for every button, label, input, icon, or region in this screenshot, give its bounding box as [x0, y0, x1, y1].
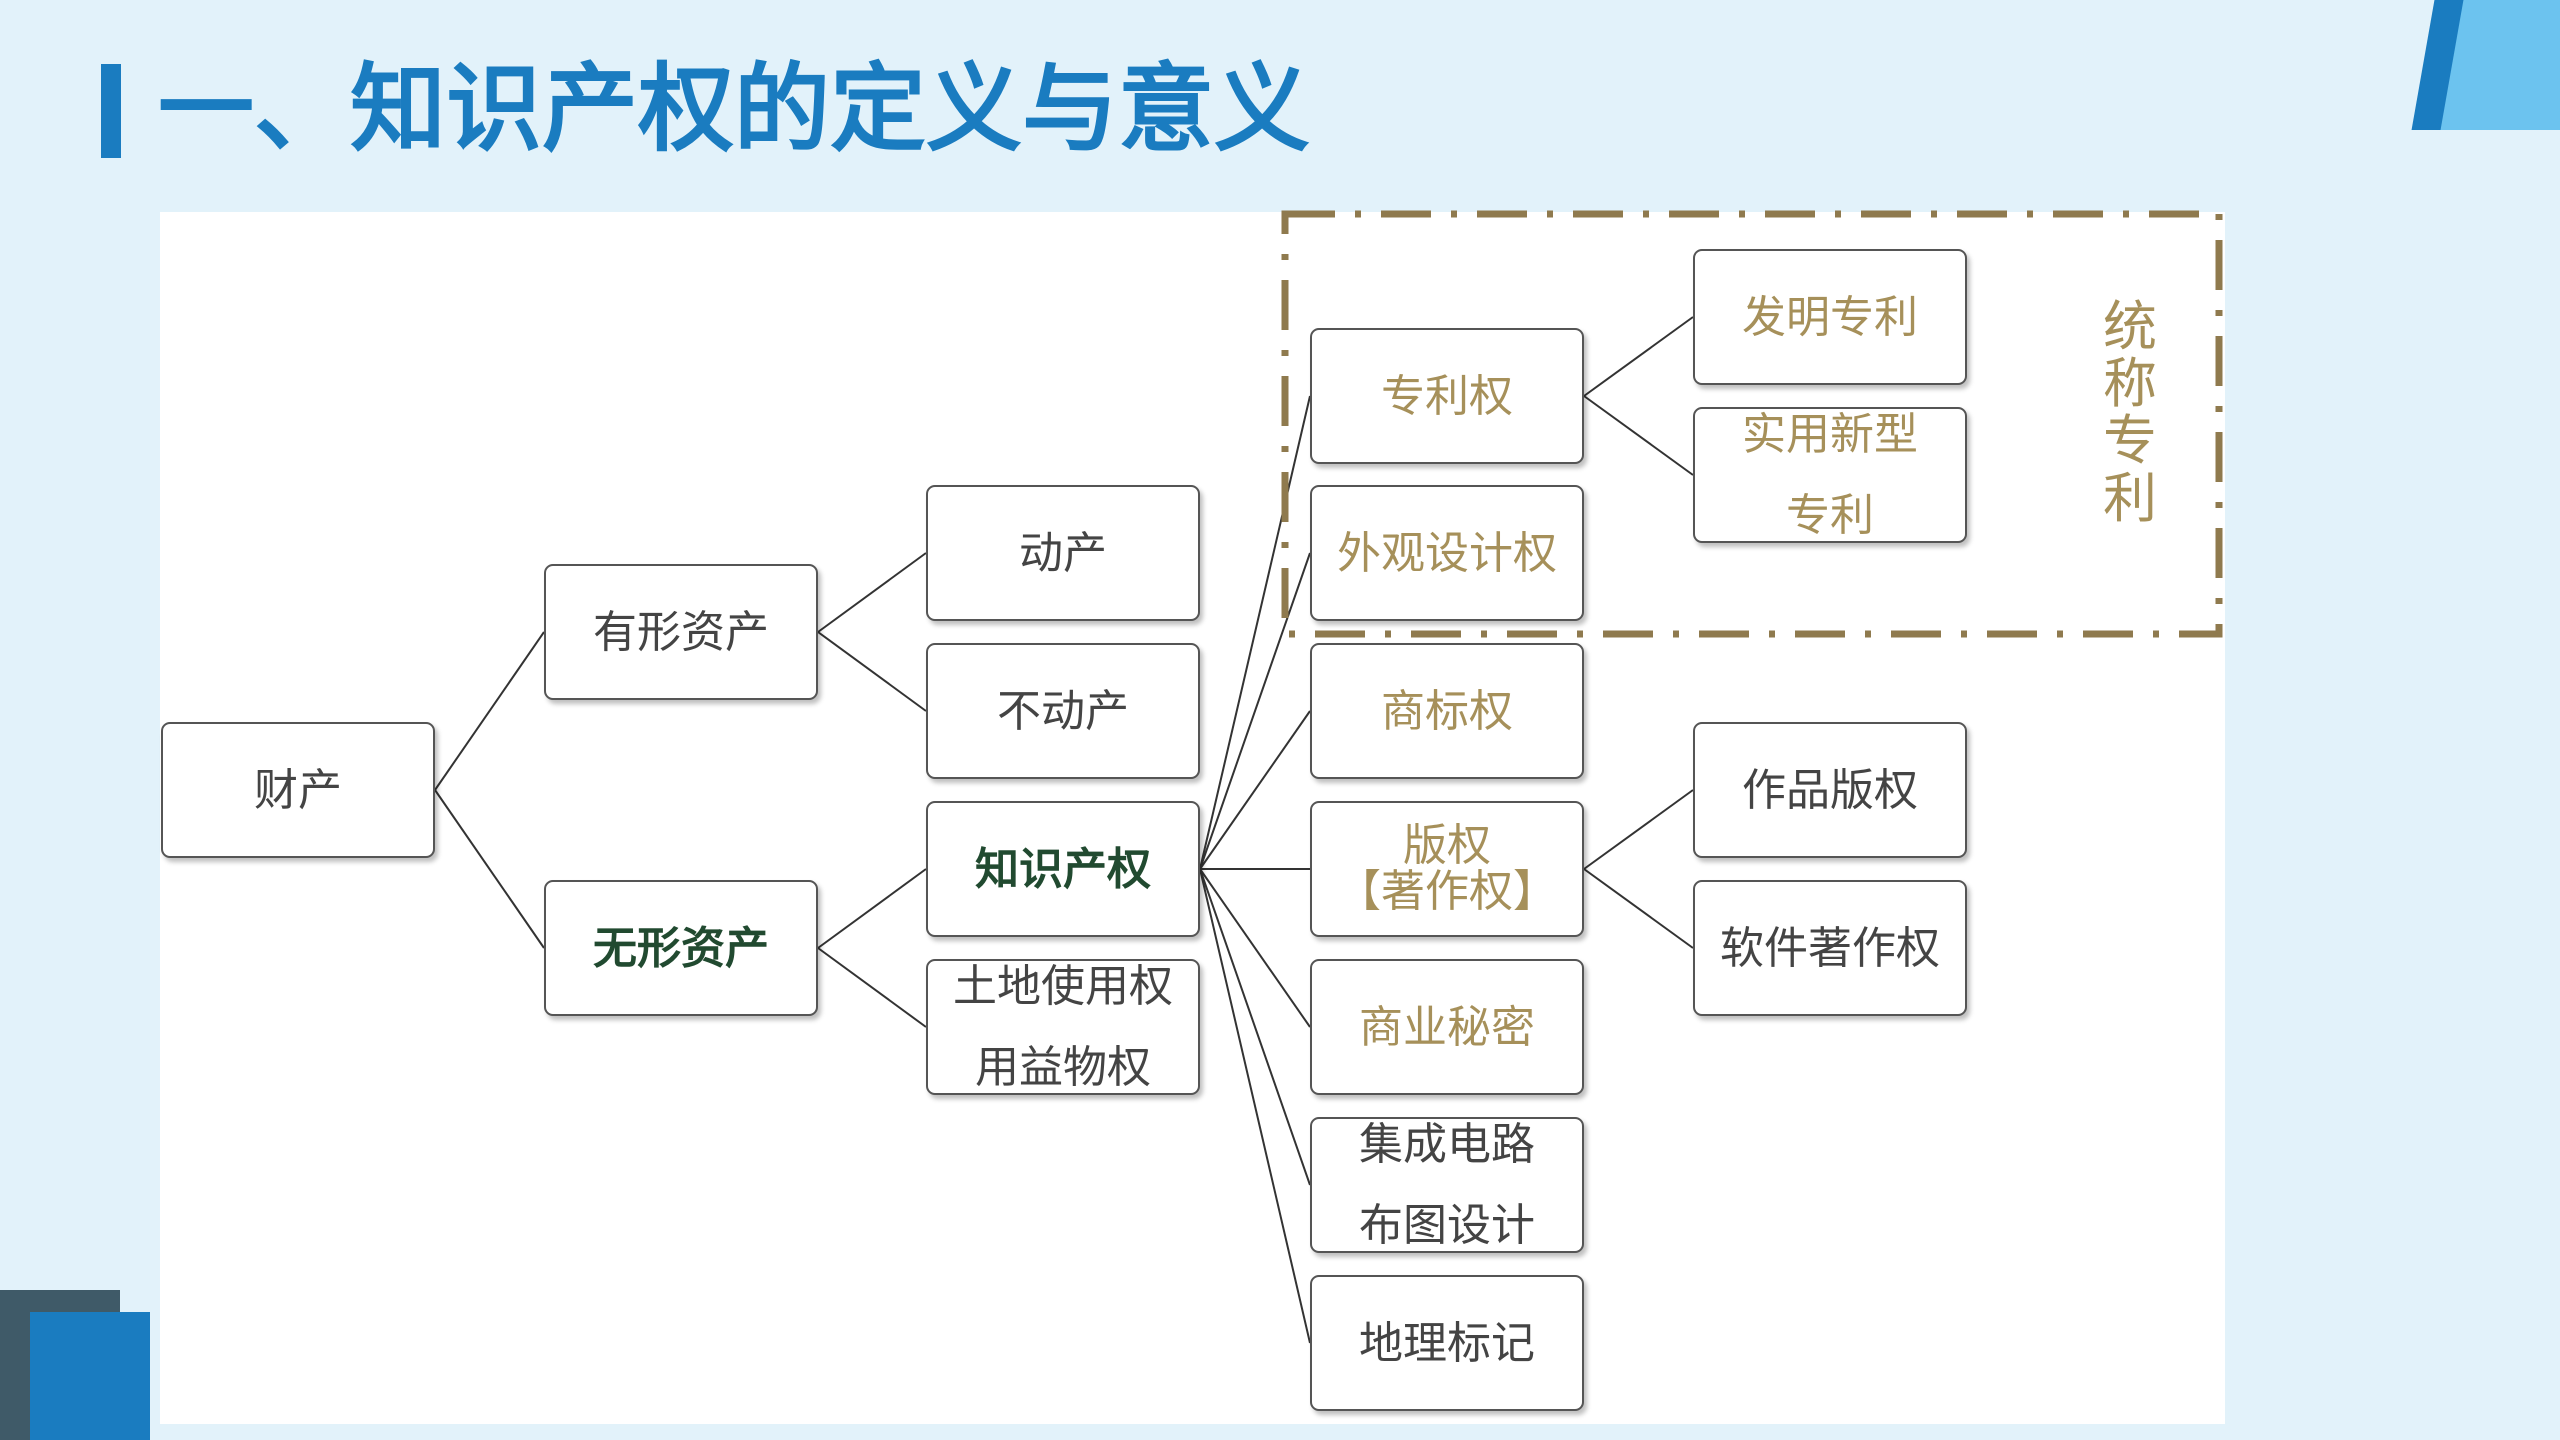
node-tangible-assets: 有形资产: [544, 564, 818, 700]
connector-tangible-movable: [817, 552, 927, 633]
connector-ip-secret: [1199, 868, 1311, 1028]
connector-ip-ic-layout: [1199, 868, 1311, 1186]
node-movable-property: 动产: [926, 485, 1200, 621]
connector-patent-utility: [1583, 395, 1694, 476]
node-copyright: 版权 【著作权】: [1310, 801, 1584, 937]
ic-layout-line-1: 集成电路: [1359, 1118, 1535, 1170]
title-accent-bar: [101, 64, 121, 158]
slide-title: 一、知识产权的定义与意义: [158, 53, 1310, 165]
ic-layout-line-2: 布图设计: [1359, 1200, 1535, 1251]
land-rights-line-2: 用益物权: [975, 1042, 1151, 1093]
utility-model-line-2: 专利: [1786, 490, 1874, 541]
connector-ip-geo: [1199, 868, 1311, 1344]
land-rights-line-1: 土地使用权: [953, 960, 1173, 1012]
connector-copyright-works: [1583, 789, 1694, 870]
connector-root-tangible: [434, 631, 545, 791]
node-invention-patent: 发明专利: [1693, 249, 1967, 385]
connector-ip-trademark: [1199, 710, 1311, 870]
node-design-right: 外观设计权: [1310, 485, 1584, 621]
node-software-copyright: 软件著作权: [1693, 880, 1967, 1016]
connector-copyright-software: [1583, 868, 1694, 949]
connector-intangible-land: [817, 947, 927, 1028]
connector-ip-patent: [1199, 395, 1311, 870]
utility-model-line-1: 实用新型: [1742, 408, 1918, 460]
node-trade-secret: 商业秘密: [1310, 959, 1584, 1095]
node-immovable-property: 不动产: [926, 643, 1200, 779]
node-utility-model-patent: 实用新型 专利: [1693, 407, 1967, 543]
connector-root-intangible: [434, 789, 545, 949]
collective-patent-label: 统 称 专 利: [2103, 295, 2157, 530]
node-property: 财产: [161, 722, 435, 858]
node-ic-layout-design: 集成电路 布图设计: [1310, 1117, 1584, 1253]
patent-group-dashed-border: [1281, 210, 2223, 638]
node-intellectual-property: 知识产权: [926, 801, 1200, 937]
node-trademark-right: 商标权: [1310, 643, 1584, 779]
connector-ip-design: [1199, 552, 1311, 870]
node-land-rights: 土地使用权 用益物权: [926, 959, 1200, 1095]
connector-tangible-immovable: [817, 631, 927, 712]
connector-patent-invention: [1583, 316, 1694, 397]
corner-decoration-bottom-blue: [30, 1312, 150, 1440]
node-patent-right: 专利权: [1310, 328, 1584, 464]
copyright-line-1: 版权: [1403, 819, 1491, 871]
node-intangible-assets: 无形资产: [544, 880, 818, 1016]
node-works-copyright: 作品版权: [1693, 722, 1967, 858]
node-geographical-indication: 地理标记: [1310, 1275, 1584, 1411]
connector-intangible-ip: [817, 868, 927, 949]
copyright-line-2: 【著作权】: [1337, 866, 1557, 917]
